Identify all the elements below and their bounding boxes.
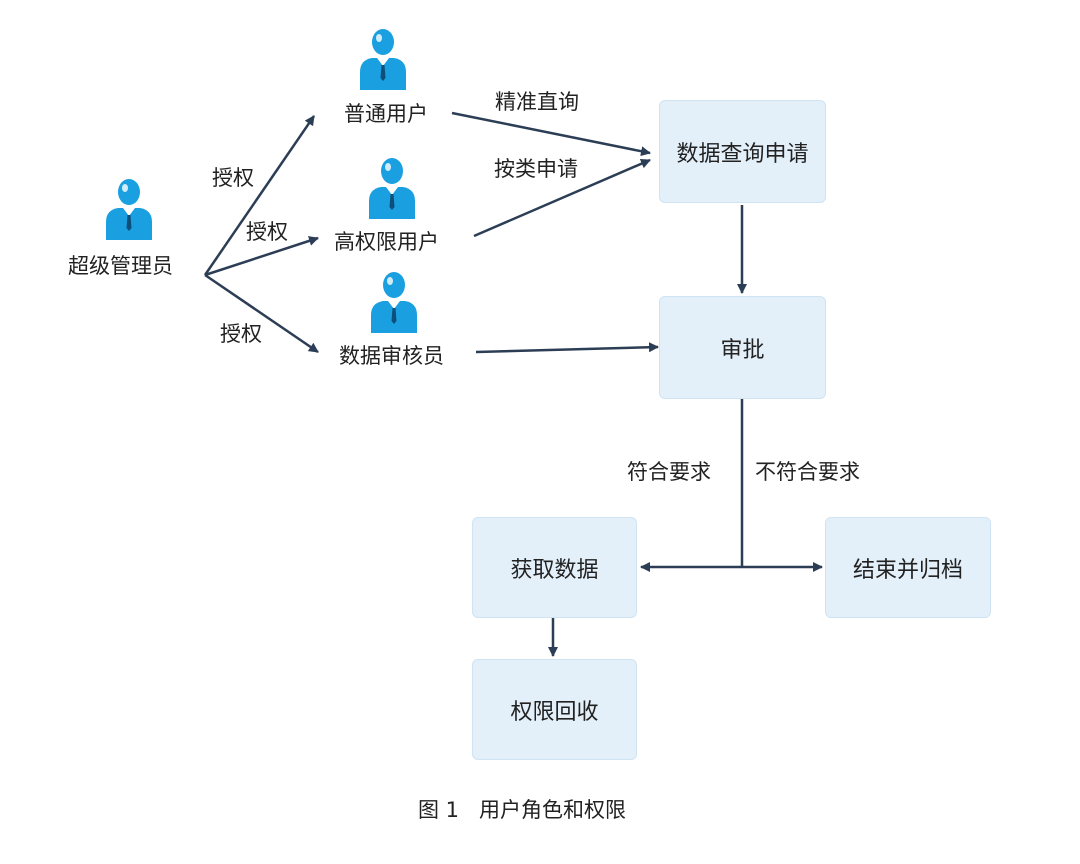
arrow-category-request <box>473 158 651 238</box>
box-label: 获取数据 <box>510 557 599 583</box>
box-query-request: 数据查询申请 <box>659 100 826 203</box>
edge-label-grant: 授权 <box>220 322 262 346</box>
actor-high-user: 高权限用户 <box>334 230 439 254</box>
arrow-auditor-approval <box>475 342 659 354</box>
edge-label-grant: 授权 <box>212 166 254 190</box>
person-icon <box>369 158 415 219</box>
actor-super-admin: 超级管理员 <box>68 254 173 278</box>
box-label: 审批 <box>720 337 765 363</box>
box-label: 数据查询申请 <box>676 141 809 167</box>
arrow-exact-query <box>451 111 651 157</box>
person-icon <box>106 179 152 240</box>
edge-label-not-meets: 不符合要求 <box>755 460 860 484</box>
arrow-grant-auditor <box>204 273 319 354</box>
person-icon <box>371 272 417 333</box>
box-get-data: 获取数据 <box>472 517 637 618</box>
figure-caption: 图 1 用户角色和权限 <box>418 798 627 822</box>
actor-auditor: 数据审核员 <box>339 344 444 368</box>
edge-label-exact-query: 精准直询 <box>495 90 579 114</box>
actor-normal-user: 普通用户 <box>344 102 428 126</box>
box-label: 结束并归档 <box>852 557 963 583</box>
person-icon <box>360 29 406 90</box>
edge-label-category-request: 按类申请 <box>494 157 578 181</box>
box-label: 权限回收 <box>510 699 599 725</box>
box-approval: 审批 <box>659 296 826 399</box>
edge-label-meets: 符合要求 <box>627 460 711 484</box>
arrow-grant-high <box>204 236 319 277</box>
arrow-grant-normal <box>203 115 316 276</box>
box-revoke: 权限回收 <box>472 659 637 760</box>
edge-label-grant: 授权 <box>246 220 288 244</box>
box-end-archive: 结束并归档 <box>825 517 991 618</box>
